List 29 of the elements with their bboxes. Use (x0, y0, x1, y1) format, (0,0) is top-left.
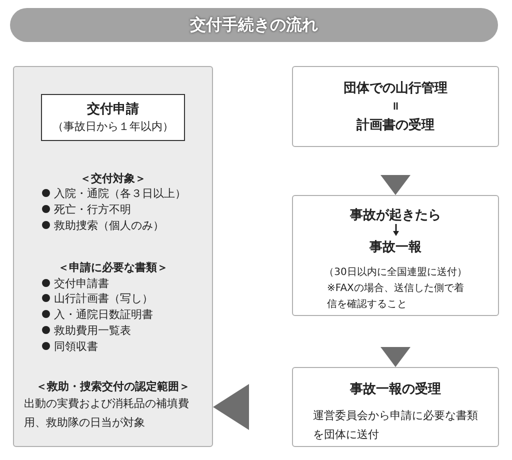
list-item: 入院・通院（各３日以上） (54, 186, 186, 201)
box-title: 団体での山行管理 (342, 80, 448, 97)
list-item: 交付申請書 (54, 276, 109, 291)
description-text: 出動の実費および消耗品の補填費用、救助隊の日当が対象 (24, 396, 190, 431)
application-box (41, 94, 185, 141)
note-text: （30日以内に全国連盟に送付） (323, 266, 468, 279)
box-title: 交付申請 (86, 100, 140, 118)
section-heading: ＜申請に必要な書類＞ (57, 260, 169, 275)
list-item: 死亡・行方不明 (54, 202, 131, 217)
box-title: 事故一報 (368, 239, 422, 256)
note-text: （事故日から１年以内） (52, 119, 174, 134)
title-banner: 交付手続きの流れ (10, 8, 498, 42)
section-heading: ＜交付対象＞ (79, 171, 147, 186)
box-title: 事故一報の受理 (349, 380, 442, 398)
box-title: 事故が起きたら (349, 207, 442, 224)
box-title: 計画書の受理 (355, 116, 436, 134)
description-text: 運営委員会から申請に必要な書類を団体に送付 (313, 408, 479, 443)
info-panel (13, 66, 213, 447)
list-item: 同領収書 (54, 339, 98, 354)
list-item: 山行計画書（写し） (54, 291, 153, 306)
equals-sign: ＝ (386, 100, 404, 112)
process-box (292, 195, 499, 316)
list-item: 救助費用一覧表 (54, 323, 131, 338)
process-box (292, 66, 499, 147)
list-item: 入・通院日数証明書 (54, 307, 153, 322)
section-heading: ＜救助・捜索交付の認定範囲＞ (35, 379, 191, 394)
list-item: 救助捜索（個人のみ） (54, 218, 164, 233)
note-text: ※FAXの場合、送信した側で着信を確認すること (327, 282, 465, 312)
process-box (292, 367, 499, 447)
